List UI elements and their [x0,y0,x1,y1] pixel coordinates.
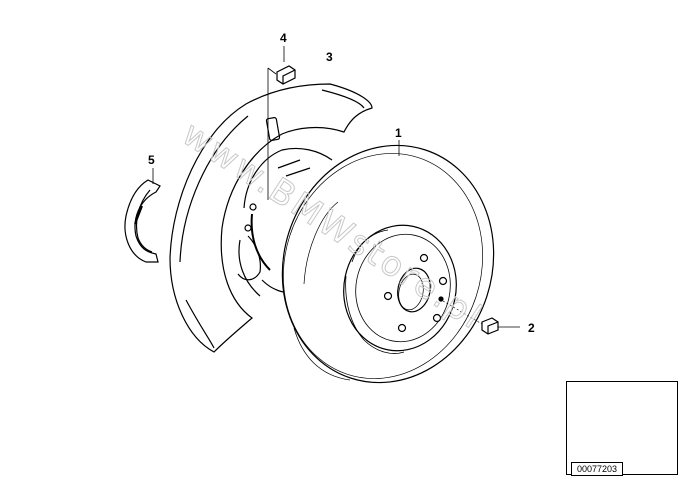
callout-screw: 4 [280,31,287,45]
parking-brake-shoe [124,168,161,263]
callout-backplate: 3 [326,50,333,64]
vehicle-thumbnail [566,381,678,475]
brake-disc [281,140,495,384]
callout-bolt: 2 [528,321,535,335]
callout-shoe: 5 [148,153,155,167]
screw [276,46,296,85]
backing-plate [169,67,373,353]
callout-disc: 1 [395,126,402,140]
locating-bolt [442,300,520,335]
diagram-code: 00077203 [571,462,623,476]
